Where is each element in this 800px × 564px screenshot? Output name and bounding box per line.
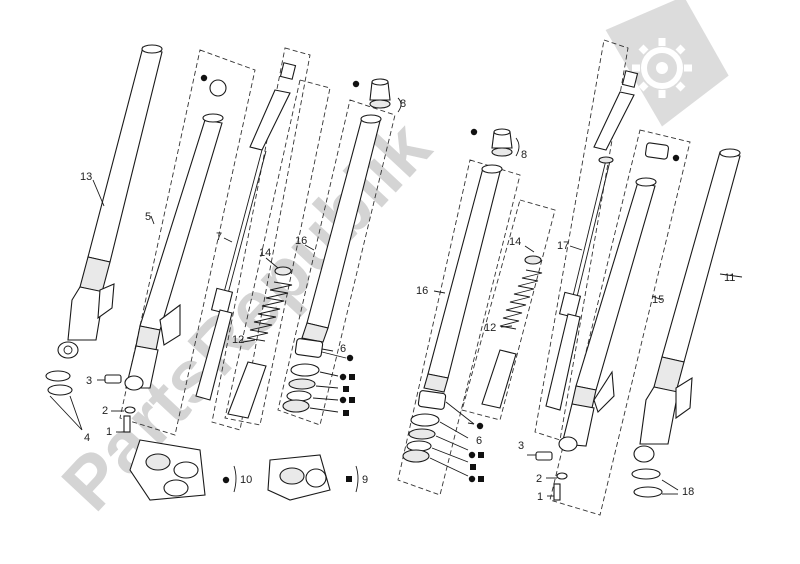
slider-tube-5 (119, 49, 256, 436)
left-fork-assembly: 13 5 7 14 16 8 12 6 3 2 1 4 10 9 (45, 44, 406, 501)
callout-4: 4 (84, 432, 90, 444)
left-callouts: 13 5 7 14 16 8 12 6 3 2 1 4 10 9 (80, 98, 406, 486)
seal-stack-6 (282, 338, 355, 416)
right-fork-assembly: 8 17 14 16 11 15 12 6 3 2 1 18 (397, 39, 743, 516)
inner-tube-16 (277, 78, 402, 426)
callout-6: 6 (340, 343, 346, 355)
inner-tube-16-right (397, 159, 521, 496)
left-leader-lines (92, 179, 334, 352)
callout-3: 3 (86, 375, 92, 387)
lower-clamp-10 (129, 439, 237, 501)
callout-10: 10 (240, 474, 252, 486)
callout-1: 1 (106, 426, 112, 438)
spring-12-14-right (461, 199, 556, 421)
callout-2-right: 2 (536, 473, 542, 485)
right-leader-lines (433, 245, 743, 425)
callout-13: 13 (80, 171, 92, 183)
watermark-text: PartsRepublik (46, 105, 447, 526)
damper-rod-7 (195, 47, 311, 431)
callout-9: 9 (362, 474, 368, 486)
outer-tube-11 (633, 148, 741, 463)
callout-14-right: 14 (509, 236, 521, 248)
outer-tube-13 (57, 44, 163, 359)
callout-3-right: 3 (518, 440, 524, 452)
spring-12-14 (224, 79, 331, 426)
top-cap-8-right (470, 128, 520, 157)
callout-2: 2 (102, 405, 108, 417)
callout-1-right: 1 (537, 491, 543, 503)
damper-rod-17 (534, 39, 639, 441)
callout-15: 15 (652, 294, 664, 306)
callout-12: 12 (232, 334, 244, 346)
slider-tube-15 (549, 129, 691, 516)
top-cap-8 (352, 78, 402, 113)
callout-8-right: 8 (521, 149, 527, 161)
callout-7: 7 (216, 231, 222, 243)
gear-icon (605, 0, 729, 127)
upper-clamp-9 (267, 454, 359, 501)
callout-11: 11 (724, 272, 735, 284)
callout-14: 14 (259, 247, 271, 259)
callout-17: 17 (557, 240, 569, 252)
hardware-1-2-3-4 (45, 370, 136, 433)
callout-5: 5 (145, 211, 151, 223)
callout-12-right: 12 (484, 322, 496, 334)
callout-6-right: 6 (476, 435, 482, 447)
hardware-right (527, 451, 679, 501)
callout-8: 8 (400, 98, 406, 110)
callout-16: 16 (295, 235, 307, 247)
right-callouts: 8 17 14 16 11 15 12 6 3 2 1 18 (416, 149, 735, 503)
callout-16-right: 16 (416, 285, 428, 297)
callout-18: 18 (682, 486, 694, 498)
spring-coil (246, 281, 293, 342)
